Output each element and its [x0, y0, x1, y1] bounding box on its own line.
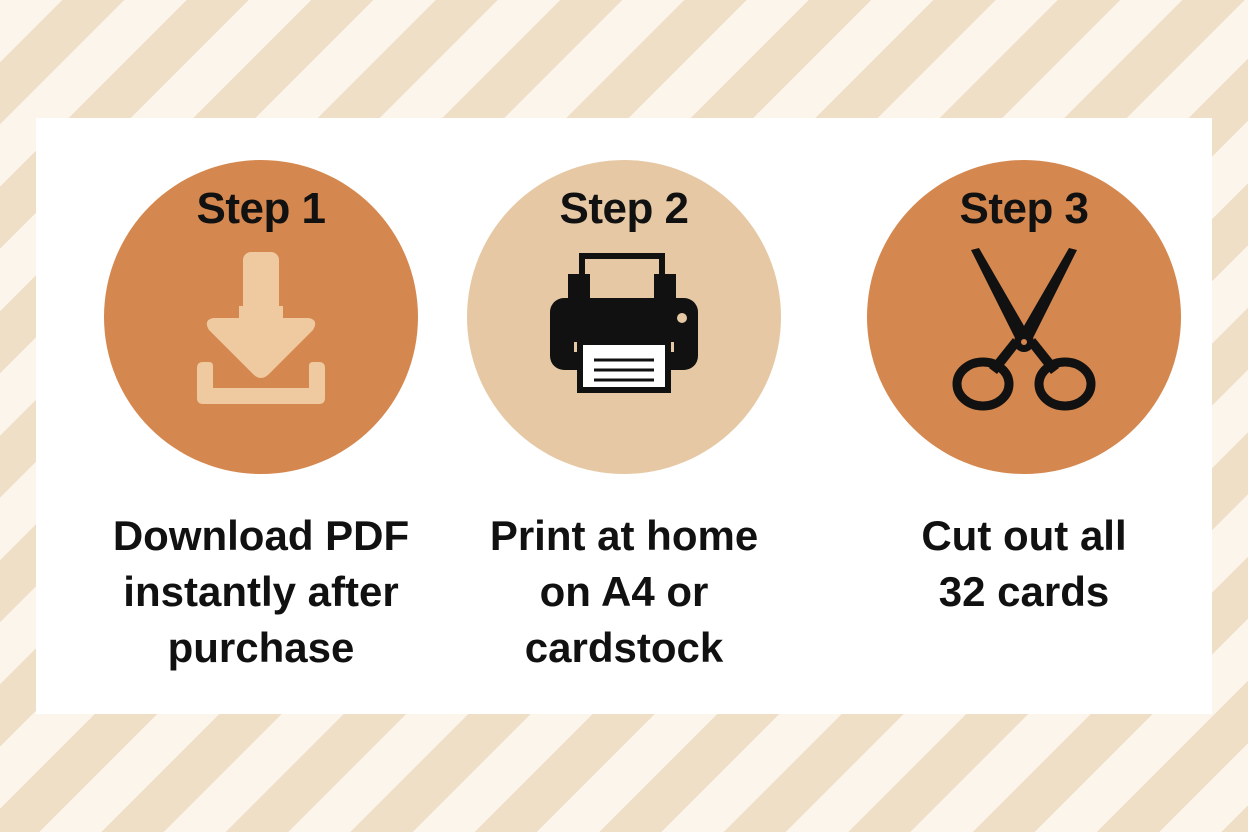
step-2-title: Step 2	[559, 184, 689, 233]
step-3: Step 3 Cut out all 32 cards	[834, 160, 1214, 620]
step-3-circle: Step 3	[867, 160, 1181, 474]
step-2-caption-line: cardstock	[524, 624, 724, 671]
step-1: Step 1 Download PDF instantly after purc…	[71, 160, 451, 676]
step-3-caption-line: 32 cards	[938, 568, 1110, 615]
step-3-caption-line: Cut out all	[921, 512, 1127, 559]
steps-panel: Step 1 Download PDF instantly after purc…	[36, 118, 1212, 714]
scissors-icon	[952, 248, 1096, 411]
step-3-caption: Cut out all 32 cards	[834, 508, 1214, 620]
printer-icon	[550, 253, 698, 393]
step-2: Step 2 Print at home on A4 or	[434, 160, 814, 676]
step-1-caption-line: Download PDF	[112, 512, 410, 559]
step-1-caption-line: instantly after	[123, 568, 399, 615]
step-3-title: Step 3	[959, 184, 1089, 233]
step-2-circle: Step 2	[467, 160, 781, 474]
step-1-caption-line: purchase	[167, 624, 355, 671]
step-2-caption-line: on A4 or	[539, 568, 709, 615]
download-icon	[197, 252, 325, 404]
step-1-title: Step 1	[196, 184, 326, 233]
step-1-circle: Step 1	[104, 160, 418, 474]
step-2-caption: Print at home on A4 or cardstock	[434, 508, 814, 676]
step-2-caption-line: Print at home	[489, 512, 759, 559]
step-1-caption: Download PDF instantly after purchase	[71, 508, 451, 676]
